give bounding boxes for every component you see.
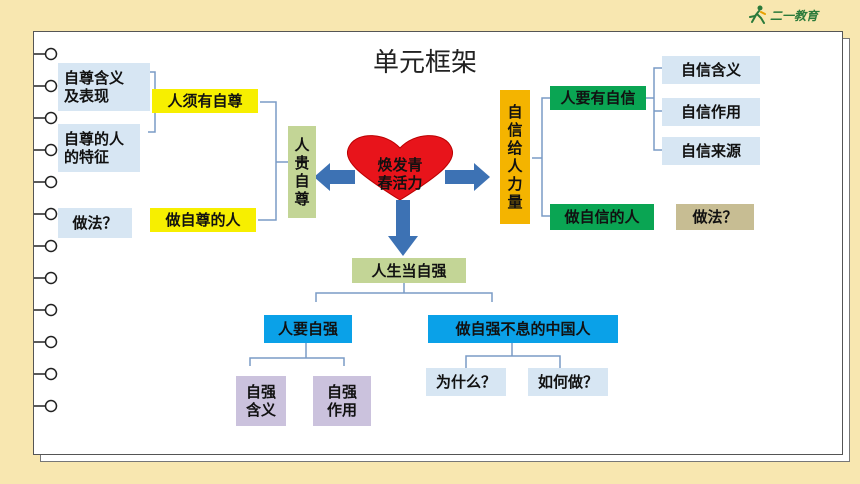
arrow-left-icon xyxy=(314,163,355,191)
node-confidence-meaning: 自信含义 xyxy=(662,56,760,84)
node-why: 为什么？ xyxy=(426,368,506,396)
ring-icon xyxy=(34,174,58,190)
runner-icon xyxy=(749,5,766,24)
vertical-char: 尊 xyxy=(294,190,310,208)
node-left-how: 做法？ xyxy=(58,208,132,238)
ring-icon xyxy=(34,110,58,126)
ring-icon xyxy=(34,302,58,318)
ring-icon xyxy=(34,398,58,414)
node-how-to: 如何做？ xyxy=(528,368,608,396)
node-need-confidence: 人要有自信 xyxy=(550,86,646,110)
arrow-right-icon xyxy=(445,163,490,191)
ring-icon xyxy=(34,366,58,382)
vertical-char: 自 xyxy=(507,103,523,121)
ring-icon xyxy=(34,238,58,254)
node-human-dignity: 人贵自尊 xyxy=(288,126,316,218)
node-self-respect-meaning: 自尊含义 及表现 xyxy=(58,63,150,111)
node-self-strengthening-meaning: 自强 含义 xyxy=(236,376,286,426)
logo-text: 二一教育 xyxy=(770,8,819,23)
vertical-char: 自 xyxy=(294,172,310,190)
node-right-how: 做法？ xyxy=(676,204,754,230)
vertical-char: 给 xyxy=(507,139,523,157)
node-self-strengthening-function: 自强 作用 xyxy=(313,376,371,426)
ring-icon xyxy=(34,206,58,222)
node-confidence-source: 自信来源 xyxy=(662,137,760,165)
ring-icon xyxy=(34,142,58,158)
heart-icon xyxy=(347,135,453,201)
ring-icon xyxy=(34,334,58,350)
node-be-self-respecting: 做自尊的人 xyxy=(150,208,256,232)
node-need-self-respect: 人须有自尊 xyxy=(152,89,258,113)
vertical-char: 力 xyxy=(507,175,523,193)
node-confidence-gives-strength: 自信给人力量 xyxy=(500,90,530,224)
ring-icon xyxy=(34,46,58,62)
ring-icon xyxy=(34,78,58,94)
node-life-self-strengthening: 人生当自强 xyxy=(352,258,466,283)
vertical-char: 人 xyxy=(507,157,523,175)
node-be-confident: 做自信的人 xyxy=(550,204,654,230)
node-self-respect-traits: 自尊的人 的特征 xyxy=(58,124,140,172)
node-confidence-function: 自信作用 xyxy=(662,98,760,126)
node-self-strengthening-chinese: 做自强不息的中国人 xyxy=(428,315,618,343)
brand-logo: 二一教育 xyxy=(746,4,836,26)
ring-icon xyxy=(34,270,58,286)
heart-label: 焕发青 春活力 xyxy=(377,156,423,192)
arrow-down-icon xyxy=(388,200,418,256)
vertical-char: 信 xyxy=(507,121,523,139)
vertical-char: 量 xyxy=(507,193,523,211)
node-need-self-strengthening: 人要自强 xyxy=(264,315,352,343)
diagram-title: 单元框架 xyxy=(372,48,477,78)
vertical-char: 人 xyxy=(294,136,310,154)
vertical-char: 贵 xyxy=(294,154,310,172)
